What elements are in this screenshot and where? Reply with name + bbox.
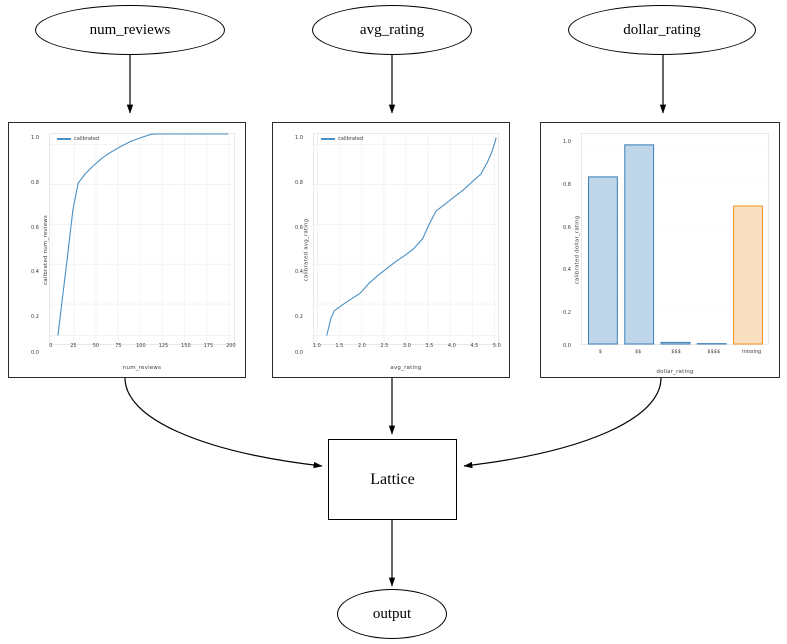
xtick-num-reviews: 150 — [181, 343, 191, 349]
node-dollar-rating[interactable]: dollar_rating — [568, 5, 756, 55]
xtick-avg-rating: 4.5 — [470, 343, 479, 349]
xtick-dollar-rating: $$ — [635, 349, 642, 355]
legend-num-reviews: calibrated — [57, 136, 99, 142]
edge-plot1-to-lattice — [124, 377, 323, 469]
plot-svg-avg-rating — [314, 134, 498, 344]
bar-dollar-1 — [589, 177, 618, 344]
xtick-num-reviews: 0 — [49, 343, 53, 349]
plot-svg-num-reviews — [50, 134, 234, 344]
node-lattice-label: Lattice — [370, 470, 415, 488]
legend-swatch-calibrated — [321, 138, 335, 140]
ytick-num-reviews: 0.8 — [31, 179, 39, 186]
ytick-avg-rating: 0.2 — [295, 314, 303, 321]
bar-dollar-2 — [625, 145, 654, 344]
plot-area-avg-rating — [313, 133, 499, 345]
ytick-dollar-rating: 0.8 — [563, 181, 571, 188]
ytick-avg-rating: 1.0 — [295, 135, 303, 141]
ylabel-avg-rating: calibrated avg_rating — [303, 218, 310, 282]
calibrator-panel-dollar-rating: 1.0 0.8 0.6 0.4 0.2 0.0 $ $$ $$$ $$$$ mi… — [540, 122, 780, 378]
ytick-avg-rating: 0.0 — [295, 349, 303, 356]
plot-area-num-reviews — [49, 133, 235, 345]
xtick-avg-rating: 1.5 — [335, 343, 344, 349]
ylabel-num-reviews: calibrated num_reviews — [42, 215, 49, 285]
node-avg-rating-label: avg_rating — [359, 21, 425, 38]
xtick-avg-rating: 2.0 — [357, 343, 366, 349]
edge-plot3-to-lattice — [463, 377, 662, 469]
series-calibrated-avg-rating — [327, 138, 496, 336]
ytick-num-reviews: 0.4 — [31, 269, 39, 276]
ytick-avg-rating: 0.8 — [295, 179, 303, 186]
node-dollar-rating-label: dollar_rating — [623, 21, 701, 38]
ytick-dollar-rating: 0.2 — [563, 310, 571, 317]
node-avg-rating[interactable]: avg_rating — [312, 5, 472, 55]
ytick-dollar-rating: 0.6 — [563, 224, 571, 231]
xlabel-num-reviews: num_reviews — [122, 365, 162, 371]
xtick-num-reviews: 25 — [70, 343, 77, 349]
xtick-num-reviews: 100 — [136, 343, 146, 349]
xtick-num-reviews: 175 — [203, 343, 214, 349]
xtick-dollar-rating: $$$ — [671, 349, 681, 355]
xtick-dollar-rating: $$$$ — [707, 349, 721, 355]
series-calibrated-num-reviews — [58, 134, 228, 336]
ytick-dollar-rating: 0.0 — [563, 343, 571, 349]
node-num-reviews-label: num_reviews — [89, 21, 171, 38]
xtick-dollar-rating: missing — [741, 349, 762, 355]
xlabel-avg-rating: avg_rating — [390, 365, 422, 371]
xtick-avg-rating: 5.0 — [492, 343, 501, 349]
xtick-num-reviews: 50 — [92, 343, 100, 349]
node-lattice[interactable]: Lattice — [328, 439, 457, 520]
gridlines-avg-rating — [314, 134, 498, 344]
legend-label-calibrated: calibrated — [74, 136, 100, 142]
ytick-avg-rating: 0.4 — [295, 269, 303, 276]
xtick-avg-rating: 4.0 — [447, 343, 456, 349]
ytick-dollar-rating: 1.0 — [563, 139, 571, 146]
xtick-avg-rating: 3.0 — [402, 343, 411, 349]
bar-dollar-3 — [661, 342, 690, 344]
ytick-num-reviews: 0.0 — [31, 349, 39, 356]
xtick-avg-rating: 1.0 — [312, 343, 321, 349]
ytick-avg-rating: 0.6 — [295, 224, 303, 231]
plot-svg-dollar-rating — [582, 143, 768, 344]
legend-swatch-calibrated — [57, 138, 71, 140]
xtick-num-reviews: 75 — [115, 343, 122, 349]
ylabel-dollar-rating: calibrated dollar_rating — [574, 215, 581, 285]
plot-area-dollar-rating — [581, 133, 769, 345]
calibrator-panel-num-reviews: calibrated 1.0 0.8 0.6 0.4 0.2 0.0 0 25 … — [8, 122, 246, 378]
legend-avg-rating: calibrated — [321, 136, 363, 142]
legend-label-calibrated: calibrated — [338, 136, 364, 142]
bars-dollar-rating — [589, 145, 763, 344]
ytick-dollar-rating: 0.4 — [563, 267, 571, 274]
xtick-avg-rating: 2.5 — [380, 343, 389, 349]
node-output[interactable]: output — [337, 589, 447, 639]
xtick-num-reviews: 125 — [158, 343, 169, 349]
node-num-reviews[interactable]: num_reviews — [35, 5, 225, 55]
ytick-num-reviews: 1.0 — [31, 135, 39, 141]
calibrator-panel-avg-rating: calibrated 1.0 0.8 0.6 0.4 0.2 0.0 1.0 1… — [272, 122, 510, 378]
node-output-label: output — [372, 605, 412, 622]
bar-dollar-missing — [734, 206, 763, 344]
xtick-num-reviews: 200 — [226, 343, 236, 349]
xtick-dollar-rating: $ — [598, 349, 602, 355]
ytick-num-reviews: 0.6 — [31, 224, 39, 231]
xlabel-dollar-rating: dollar_rating — [656, 369, 694, 375]
xtick-avg-rating: 3.5 — [425, 343, 434, 349]
ytick-num-reviews: 0.2 — [31, 314, 39, 321]
gridlines-num-reviews — [50, 134, 234, 344]
